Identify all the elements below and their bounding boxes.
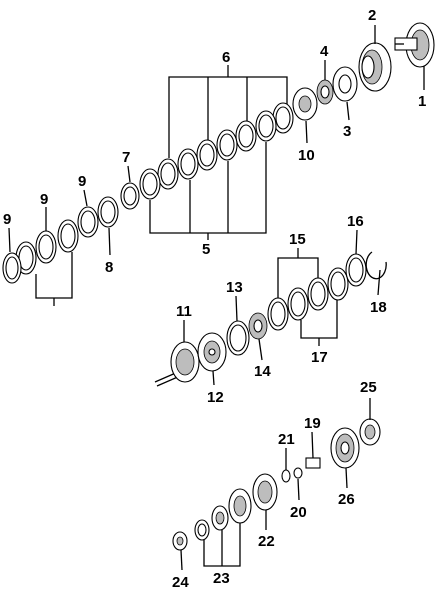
callout-4: 4: [320, 43, 329, 60]
part-11-shaft: [154, 341, 200, 387]
callout-20: 20: [290, 504, 307, 521]
callout-26: 26: [338, 491, 355, 508]
callout-9a: 9: [78, 173, 86, 190]
callout-8a: 8: [105, 259, 113, 276]
clutch-plates-upper: [120, 102, 294, 210]
callout-1: 1: [418, 93, 426, 110]
part-18-snapring: [365, 251, 387, 280]
callout-22: 22: [258, 533, 275, 550]
callout-9b: 9: [40, 191, 48, 208]
leaders-top: [8, 25, 425, 306]
ring-stack-left: [2, 196, 119, 284]
callout-16: 16: [347, 213, 364, 230]
callout-labels: 1 2 3 4 5 6 7 8 9 9 9 10 11 12 13 14 15 …: [3, 7, 426, 591]
callout-10: 10: [298, 147, 315, 164]
callout-12: 12: [207, 389, 224, 406]
part-2-housing: [358, 42, 392, 92]
leaders-bottom: [180, 398, 371, 571]
part-4-bearing: [316, 79, 334, 105]
callout-18: 18: [370, 299, 387, 316]
bottom-row-parts: [172, 418, 381, 551]
part-1-drum: [394, 22, 435, 68]
callout-9c: 9: [3, 211, 11, 228]
callout-19: 19: [304, 415, 321, 432]
callout-25: 25: [360, 379, 377, 396]
part-3-ring: [332, 66, 358, 102]
part-10-hub: [292, 87, 318, 121]
callout-14: 14: [254, 363, 271, 380]
callout-6: 6: [222, 49, 230, 66]
clutch-plates-middle: [267, 253, 367, 331]
callout-17: 17: [311, 349, 328, 366]
callout-23: 23: [213, 570, 230, 587]
callout-5: 5: [202, 241, 210, 258]
callout-15: 15: [289, 231, 306, 248]
part-13-ring: [226, 320, 250, 356]
callout-24: 24: [172, 574, 189, 591]
callout-13: 13: [226, 279, 243, 296]
leaders-middle: [183, 229, 381, 386]
callout-3: 3: [343, 123, 351, 140]
callout-7: 7: [122, 149, 130, 166]
callout-2: 2: [368, 7, 376, 24]
part-12-carrier: [197, 332, 227, 372]
part-14-gear: [248, 312, 268, 340]
callout-11: 11: [176, 303, 192, 320]
callout-21: 21: [278, 431, 295, 448]
